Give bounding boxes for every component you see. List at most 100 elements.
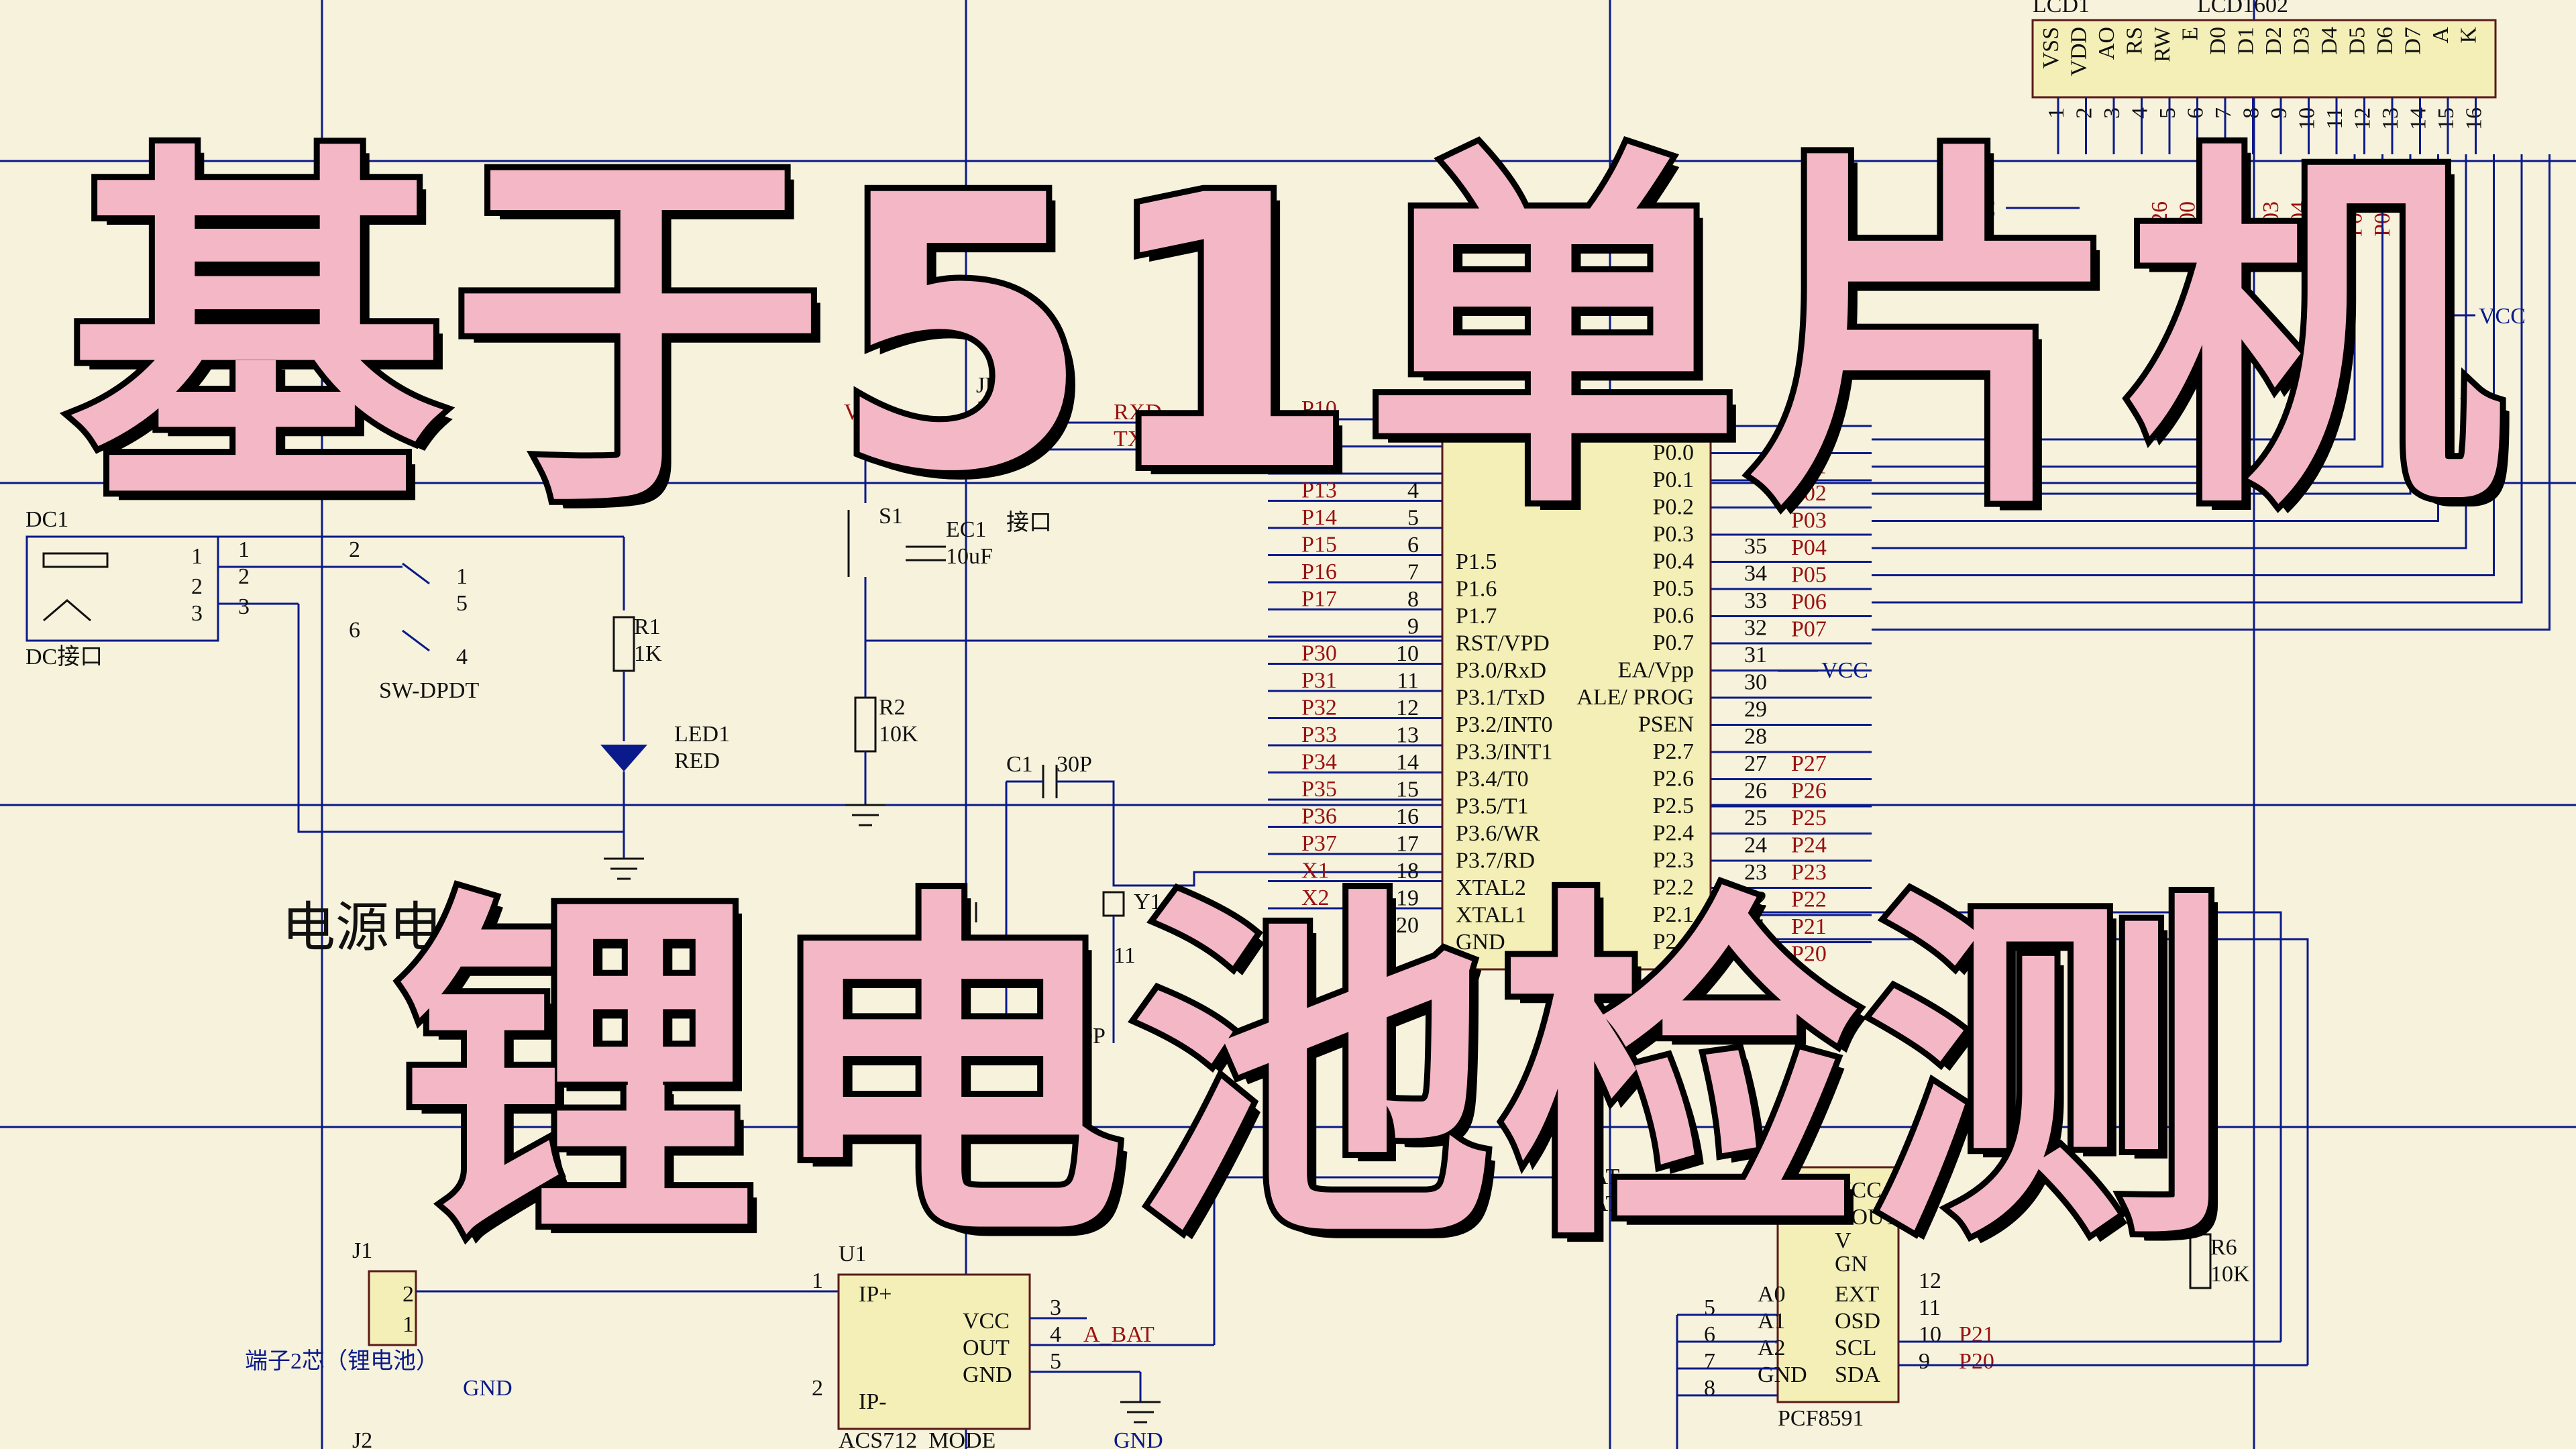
mcu-left-net: P12: [1301, 451, 1337, 476]
pcf-v: V: [1835, 1228, 1851, 1253]
mcu-right-number: 28: [1744, 724, 1767, 749]
mcu-left-pin: P3.7/RD: [1456, 849, 1535, 873]
mcu-left-number: 4: [1407, 478, 1419, 503]
lcd-pin-label: RS: [2123, 27, 2147, 55]
mcu-right-net: P27: [1791, 751, 1827, 776]
mcu-right-net: P03: [1791, 508, 1827, 533]
mcu-right-number: 31: [1744, 643, 1767, 667]
title-line-1: 基于51单片机: [62, 117, 2508, 554]
mcu-left-number: 7: [1407, 560, 1419, 585]
lcd-pin-label: D3: [2290, 27, 2314, 55]
lcd-pin-number: 1: [2044, 107, 2069, 119]
mcu-left-pin: P3.6/WR: [1456, 821, 1540, 846]
lcd-pin-number: 9: [2267, 107, 2292, 119]
dc-jack-label: DC接口: [25, 645, 103, 669]
mcu-right-net: P02: [1791, 481, 1827, 506]
mcu-right-number: 33: [1744, 588, 1767, 613]
lcd-pin-label: D2: [2261, 27, 2286, 55]
j1-pin1: 1: [402, 1312, 414, 1337]
mcu-right-pin: P0.1: [1653, 468, 1694, 492]
mcu-left-number: 19: [1396, 886, 1419, 911]
lcd-pin-leads: [2057, 97, 2477, 154]
sw-label-2: 2: [349, 537, 360, 562]
led1-color: RED: [674, 749, 720, 773]
mcu-left-pin: P3.5/T1: [1456, 794, 1529, 819]
mcu-left-net: P15: [1301, 533, 1337, 557]
r1-value: 1K: [634, 641, 662, 666]
pcf-n12: 12: [1919, 1269, 1941, 1293]
c2-value: 30P: [1070, 1024, 1106, 1049]
lcd-net-label: P01: [2203, 201, 2228, 237]
mcu-right-pin: P2.3: [1653, 848, 1694, 873]
mcu-left-pin: P3.4/T0: [1456, 767, 1529, 792]
right-vcc-label: VCC: [2479, 304, 2526, 329]
mcu-right-pin: PSEN: [1638, 712, 1694, 737]
mcu-left-pin: P1.5: [1456, 549, 1497, 574]
mcu-left-number: 17: [1396, 832, 1419, 857]
lcd-pin-label: D0: [2206, 27, 2231, 55]
pcf-n9: 9: [1919, 1349, 1930, 1374]
pcf-p20: P20: [1959, 1349, 1994, 1374]
mcu-left-pin: P1.6: [1456, 577, 1497, 602]
title-line-2: 锂电池检测: [390, 863, 2235, 1284]
mcu-right-pin: P2.1: [1653, 902, 1694, 927]
mcu-left-number: 5: [1407, 506, 1419, 531]
mcu-right-pins: CCP0.0P0.1P0.2P0.3P0.4P0.5P0.6P0.7EA/Vpp…: [1576, 413, 1872, 967]
power-input-section: DC1 1 2 3 DC接口 1 2 3 2 6 1 5 4 SW-DPDT R…: [25, 507, 730, 958]
mcu-left-number: 11: [1397, 669, 1419, 694]
mcu-right-net: P24: [1791, 833, 1827, 858]
pcf-ext: EXT: [1835, 1282, 1879, 1307]
jd1-pin: 1: [1000, 413, 1011, 438]
pcf-scl: SCL: [1835, 1336, 1876, 1360]
r6-ref: R6: [2210, 1235, 2237, 1260]
j1-gnd: GND: [463, 1376, 513, 1401]
mcu-right-pin: P2.2: [1653, 875, 1694, 900]
lcd-pin-number: 10: [2295, 107, 2320, 130]
bat-net-1: BAT: [1576, 1165, 1619, 1189]
mcu-right-number: 32: [1744, 616, 1767, 641]
jd1-ref: JD1: [976, 373, 1013, 398]
u1-gnd-label: GND: [1114, 1428, 1163, 1449]
pcf-n6: 6: [1704, 1322, 1715, 1347]
pr1-value: 103: [1976, 355, 2010, 380]
ec1-ref: EC1: [946, 517, 986, 542]
dc-pin1: 1: [191, 544, 203, 569]
mcu-right-number: 27: [1744, 751, 1767, 776]
mcu-right-pin: CC: [1664, 413, 1694, 438]
mcu-right-net: P25: [1791, 806, 1827, 830]
pcf-gnd: GND: [1758, 1362, 1807, 1387]
mcu-left-number: 12: [1396, 696, 1419, 720]
a-bat-net: A_BAT: [1083, 1322, 1155, 1347]
mcu-left-number: 13: [1396, 723, 1419, 748]
mcu-left-number: 6: [1407, 533, 1419, 557]
y1-ref: Y1: [1134, 890, 1162, 914]
mcu-right-net: P21: [1791, 914, 1827, 939]
mcu-left-number: 18: [1396, 859, 1419, 883]
jd1-note: 接口: [1006, 511, 1052, 535]
r1-ref: R1: [634, 614, 661, 639]
pcf-a2: A2: [1758, 1336, 1786, 1360]
u1-n4: 4: [1050, 1322, 1061, 1347]
mcu-right-number: 35: [1744, 534, 1767, 559]
mcu-right-number: 30: [1744, 670, 1767, 695]
bat-net-2: BAT: [1576, 1191, 1619, 1216]
lcd-pin-label: AO: [2094, 27, 2119, 60]
mcu-right-pin: P2.0: [1653, 930, 1694, 955]
mcu-right-pin: P0.3: [1653, 522, 1694, 547]
j1-pin2: 2: [402, 1282, 414, 1307]
mcu-left-net: P33: [1301, 722, 1337, 747]
j1-note: 端子2芯（锂电池）: [245, 1348, 439, 1374]
c1-ref: C1: [1006, 752, 1033, 777]
mcu-right-pin: P0.2: [1653, 495, 1694, 520]
mcu-left-number: 14: [1396, 750, 1419, 775]
pcf-model: PCF8591: [1778, 1406, 1864, 1431]
mcu-right-pin: EA/Vpp: [1618, 658, 1694, 683]
lcd-vcc-label: VCC: [1949, 197, 1996, 221]
lcd-pin-label: D1: [2234, 27, 2259, 55]
mcu-left-pins: P10P11P12P13P14P15P16P17P30P31P32P33P34P…: [1268, 396, 1553, 955]
rxd-net: RXD: [1114, 400, 1162, 425]
mcu-right-pin: P0.0: [1653, 441, 1694, 466]
dc1-ref: DC1: [25, 507, 68, 532]
